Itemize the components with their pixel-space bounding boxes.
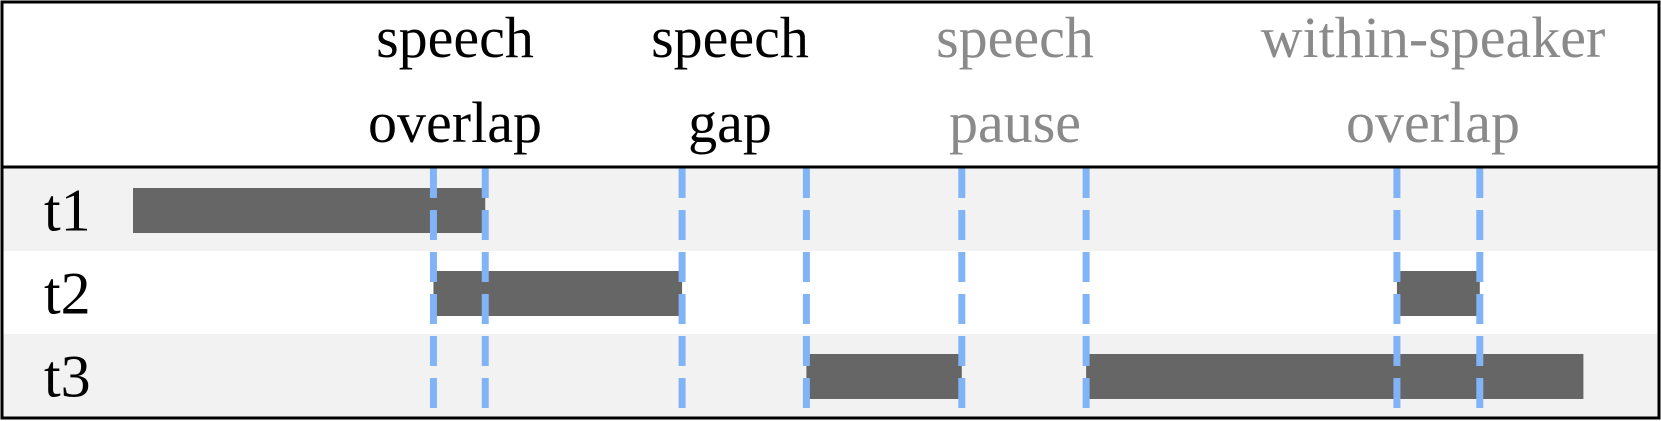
column-header-2-line-0: speech: [936, 5, 1094, 70]
speech-segments: [133, 188, 1584, 399]
row-labels: t1 t2 t3: [44, 178, 91, 410]
speech-segment-t2-1: [433, 271, 683, 316]
column-header-3-line-1: overlap: [1346, 90, 1520, 155]
column-headers: speech overlap speech gap speech pause within-…: [368, 5, 1605, 155]
speech-segment-t2-2: [1396, 271, 1480, 316]
row-label-t3: t3: [44, 344, 91, 410]
column-header-1-line-1: gap: [688, 90, 772, 155]
column-header-1-line-0: speech: [651, 5, 809, 70]
column-header-3-line-0: within-speaker: [1261, 5, 1606, 70]
speech-segment-t1-0: [133, 188, 486, 233]
row-label-t1: t1: [44, 178, 91, 244]
column-header-2-line-1: pause: [949, 90, 1081, 155]
row-label-t2: t2: [44, 261, 91, 327]
speech-segment-t3-3: [806, 354, 962, 399]
speech-segment-t3-4: [1086, 354, 1584, 399]
column-header-0-line-0: speech: [376, 5, 534, 70]
column-header-0-line-1: overlap: [368, 90, 542, 155]
row-background-t2: [2, 251, 1659, 334]
